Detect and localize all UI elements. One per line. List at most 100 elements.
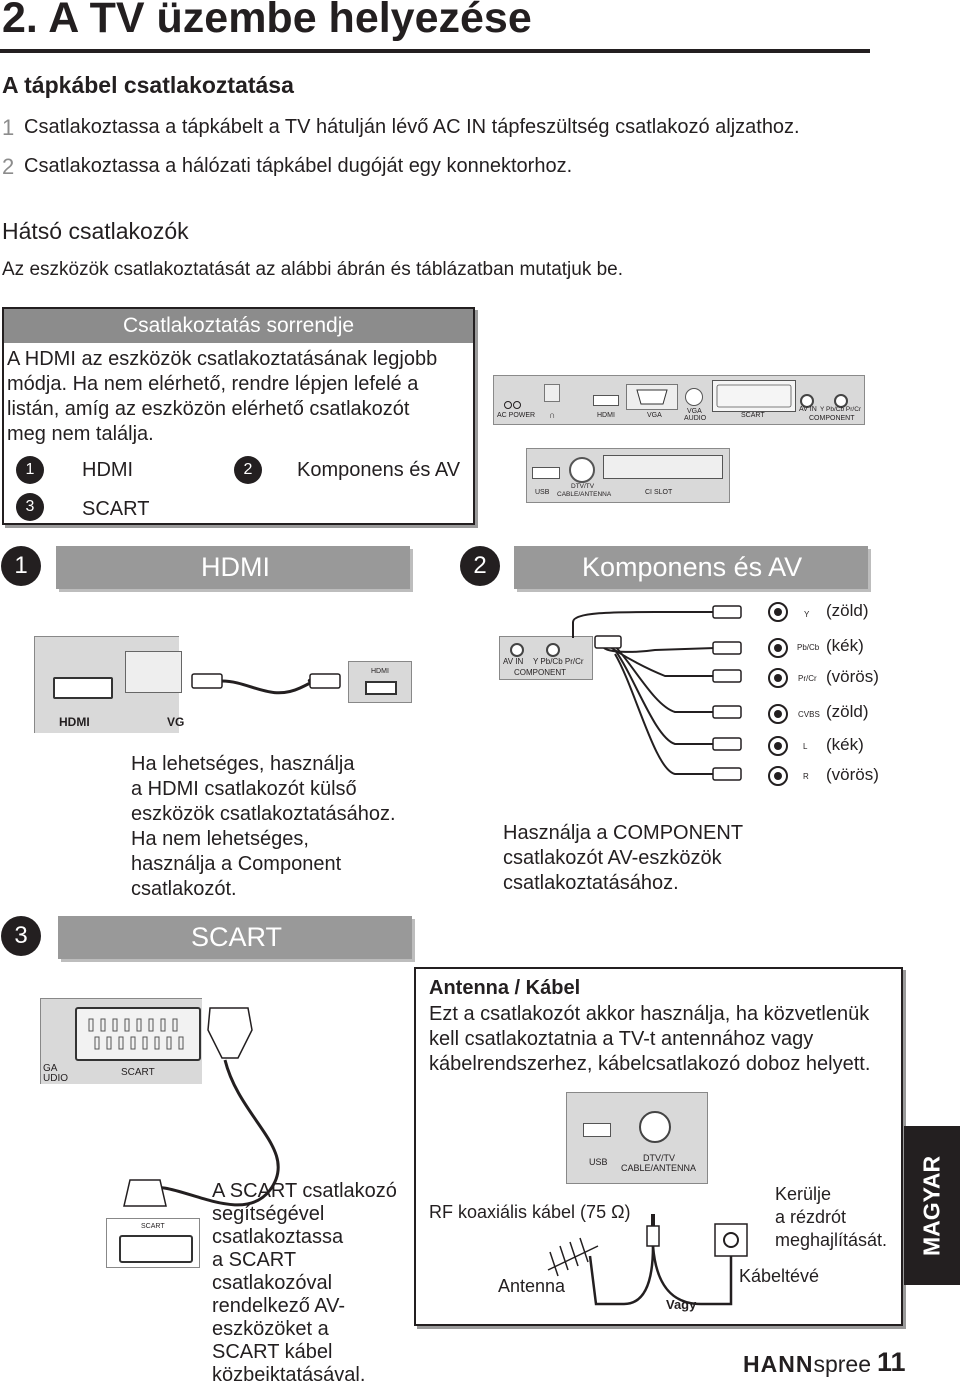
- power-step-1-num: 1: [2, 115, 15, 140]
- rear-heading: Hátsó csatlakozók: [2, 218, 189, 244]
- title-rule: [0, 49, 870, 53]
- language-tab-label: MAGYAR: [918, 1155, 945, 1256]
- component-y-jack: [546, 643, 560, 657]
- page-title: 2. A TV üzembe helyezése: [2, 0, 532, 42]
- jack-pr: [768, 668, 788, 688]
- hdmi-tv-port: [53, 677, 113, 699]
- label-usb: USB: [535, 489, 550, 496]
- brand-logo-bold: HANN: [743, 1351, 814, 1377]
- or-label: Vagy: [666, 1297, 697, 1312]
- warn-line-1: Kerülje: [775, 1184, 832, 1204]
- component-tv-panel: AV IN Y Pb/Cb Pr/Cr COMPONENT: [499, 636, 593, 680]
- scart-device-panel: SCART: [106, 1218, 200, 1268]
- usb-port: [532, 467, 560, 479]
- scart-text-7: eszközöket a: [212, 1318, 329, 1340]
- power-step-2-num: 2: [2, 154, 15, 179]
- label-dtv2: CABLE/ANTENNA: [557, 491, 612, 498]
- vga-tv-label: VG: [167, 715, 185, 729]
- antenna-line-3: kábelrendszerhez, kábelcsatlakozó doboz …: [429, 1053, 871, 1075]
- jack-cvbs-code: CVBS: [798, 710, 820, 719]
- page-number: 11: [877, 1347, 906, 1377]
- hdmi-device-panel: HDMI: [348, 661, 412, 703]
- order-item-1-label: HDMI: [82, 459, 134, 481]
- label-scart: SCART: [741, 412, 765, 419]
- antenna-coax-port: [639, 1111, 671, 1143]
- antenna-label: Antenna: [498, 1276, 566, 1296]
- hdmi-text-4: Ha nem lehetséges,: [131, 828, 309, 850]
- jack-y-code: Y: [804, 610, 810, 619]
- antenna-dtv1-label: DTV/TV: [643, 1153, 676, 1163]
- jack-pb: [768, 638, 788, 658]
- component-jack: [834, 394, 848, 408]
- scart-text-2: segítségével: [212, 1203, 325, 1225]
- jack-pr-code: Pr/Cr: [798, 674, 817, 683]
- scart-tv-panel: GA UDIO SCART: [40, 998, 202, 1084]
- scart-cable: [123, 1007, 280, 1207]
- rf-label: RF koaxiális kábel (75 Ω): [429, 1202, 631, 1222]
- label-component: COMPONENT: [809, 415, 855, 422]
- hdmi-text-6: csatlakozót.: [131, 878, 237, 900]
- label-ci: CI SLOT: [645, 489, 673, 496]
- vga-audio-port: [685, 388, 703, 406]
- order-line-1: A HDMI az eszközök csatlakoztatásának le…: [7, 348, 438, 370]
- scart-text-4: a SCART: [212, 1249, 297, 1271]
- scart-port: [712, 380, 796, 412]
- order-line-3: listán, amíg az eszközön elérhető csatla…: [7, 398, 410, 420]
- section-2-bar: Komponens és AV: [514, 546, 868, 589]
- scart-device-label: SCART: [141, 1223, 165, 1230]
- jack-r-color: (vörös): [826, 765, 879, 784]
- scart-tv-port: [75, 1007, 201, 1061]
- hdmi-tv-panel: HDMI VG: [34, 636, 184, 733]
- order-item-3-label: SCART: [82, 498, 150, 520]
- hdmi-text-1: Ha lehetséges, használja: [131, 753, 355, 775]
- scart-text-5: csatlakozóval: [212, 1272, 333, 1294]
- label-vga-audio-1: VGA: [687, 408, 702, 415]
- label-ac-power: AC POWER: [497, 412, 536, 419]
- hdmi-port: [593, 395, 619, 406]
- label-ypbpr: Y Pb/Cb Pr/Cr: [820, 406, 862, 413]
- scart-text-6: rendelkező AV-: [212, 1295, 346, 1317]
- hdmi-text-3: eszközök csatlakoztatásához.: [131, 803, 396, 825]
- section-3-bar: SCART: [58, 916, 412, 959]
- jack-l-color: (kék): [826, 735, 864, 754]
- scart-text-1: A SCART csatlakozó: [212, 1180, 397, 1202]
- order-item-2-label: Komponens és AV: [297, 459, 461, 481]
- component-cables: [572, 605, 742, 781]
- antenna-heading: Antenna / Kábel: [429, 977, 581, 999]
- label-vga-audio-2: AUDIO: [684, 415, 707, 422]
- brand-logo: HANNspree: [743, 1351, 871, 1378]
- section-3-label: SCART: [191, 922, 283, 952]
- headphone-icon: ∩: [549, 410, 556, 420]
- cable-tv-label: Kábeltévé: [739, 1266, 820, 1286]
- antenna-port: [569, 457, 595, 483]
- hdmi-tv-label: HDMI: [59, 715, 90, 729]
- antenna-line-2: kell csatlakoztatnia a TV-t antennához v…: [429, 1028, 814, 1050]
- scart-tv-scart-label: SCART: [121, 1067, 155, 1078]
- jack-pb-code: Pb/Cb: [797, 643, 820, 652]
- antenna-usb-label: USB: [589, 1157, 608, 1167]
- power-step-2-text: Csatlakoztassa a hálózati tápkábel dugój…: [24, 155, 573, 177]
- antenna-line-1: Ezt a csatlakozót akkor használja, ha kö…: [429, 1003, 870, 1025]
- antenna-dtv2-label: CABLE/ANTENNA: [621, 1163, 697, 1173]
- hdmi-device-label: HDMI: [371, 668, 389, 675]
- vga-tv-port: [125, 651, 182, 693]
- jack-r-code: R: [803, 772, 809, 781]
- jack-y: [768, 602, 788, 622]
- hdmi-text-2: a HDMI csatlakozót külső: [131, 778, 357, 800]
- jack-r: [768, 766, 788, 786]
- label-avin: AV IN: [799, 406, 817, 413]
- label-dtv1: DTV/TV: [571, 483, 595, 490]
- scart-device-port: [119, 1235, 193, 1263]
- order-box-title: Csatlakoztatás sorrendje: [122, 314, 355, 337]
- hdmi-cable: [191, 673, 341, 695]
- hdmi-device-port: [365, 681, 397, 695]
- order-item-3-num: 3: [16, 493, 44, 521]
- scart-tv-audio-label: UDIO: [43, 1073, 68, 1084]
- order-item-2-num: 2: [234, 456, 262, 484]
- jack-y-color: (zöld): [826, 601, 869, 620]
- order-item-1-num: 1: [16, 456, 44, 484]
- component-text-2: csatlakozót AV-eszközök: [503, 847, 722, 869]
- section-3-num: 3: [1, 916, 41, 956]
- jack-l-code: L: [803, 742, 808, 751]
- component-text-1: Használja a COMPONENT: [503, 822, 744, 844]
